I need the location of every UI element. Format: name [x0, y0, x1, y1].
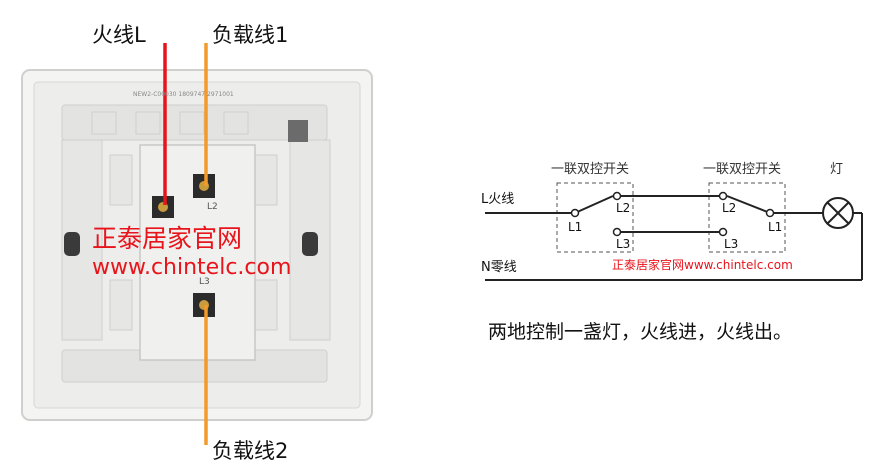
load-wire-2-label: 负载线2	[212, 439, 289, 463]
circuit-diagram	[485, 182, 863, 281]
caption: 两地控制一盏灯，火线进，火线出。	[488, 321, 793, 343]
switch1-l2: L2	[616, 201, 631, 215]
switch1-l3: L3	[616, 237, 631, 251]
live-wire-label: 火线L	[92, 23, 146, 47]
load-wire-1-label: 负载线1	[212, 23, 289, 47]
lamp-title: 灯	[830, 162, 844, 177]
terminal-l3	[193, 293, 215, 317]
corner-slot	[288, 120, 308, 142]
switch1-l1: L1	[568, 220, 583, 234]
terminal-l1	[152, 196, 174, 218]
switch1-lever	[574, 195, 614, 214]
terminal-l3-label: L3	[199, 277, 210, 287]
live-line-label: L火线	[481, 192, 515, 207]
switch2-box	[708, 182, 786, 253]
lamp-cross-2	[826, 201, 850, 225]
switch1-title: 一联双控开关	[551, 162, 630, 177]
contact-points	[570, 191, 775, 237]
top-ribbing	[61, 104, 328, 141]
switch2-l1: L1	[768, 220, 783, 234]
lamp-icon	[822, 197, 854, 229]
switch2-title: 一联双控开关	[703, 162, 782, 177]
watermark-url: www.chintelc.com	[92, 255, 292, 280]
switch1-box	[556, 182, 634, 253]
model-text: NEW2-C00030 1809747 2971001	[133, 91, 234, 98]
switch2-l3: L3	[724, 237, 739, 251]
neutral-line-label: N零线	[481, 260, 517, 275]
terminal-l2	[193, 174, 215, 198]
switch2-lever	[726, 195, 771, 214]
diagram-watermark: 正泰居家官网www.chintelc.com	[612, 258, 793, 272]
switch2-l2: L2	[722, 201, 737, 215]
left-screw-slot	[64, 232, 80, 256]
right-screw-slot	[302, 232, 318, 256]
watermark-title: 正泰居家官网	[92, 224, 243, 253]
terminal-l2-label: L2	[207, 202, 218, 212]
